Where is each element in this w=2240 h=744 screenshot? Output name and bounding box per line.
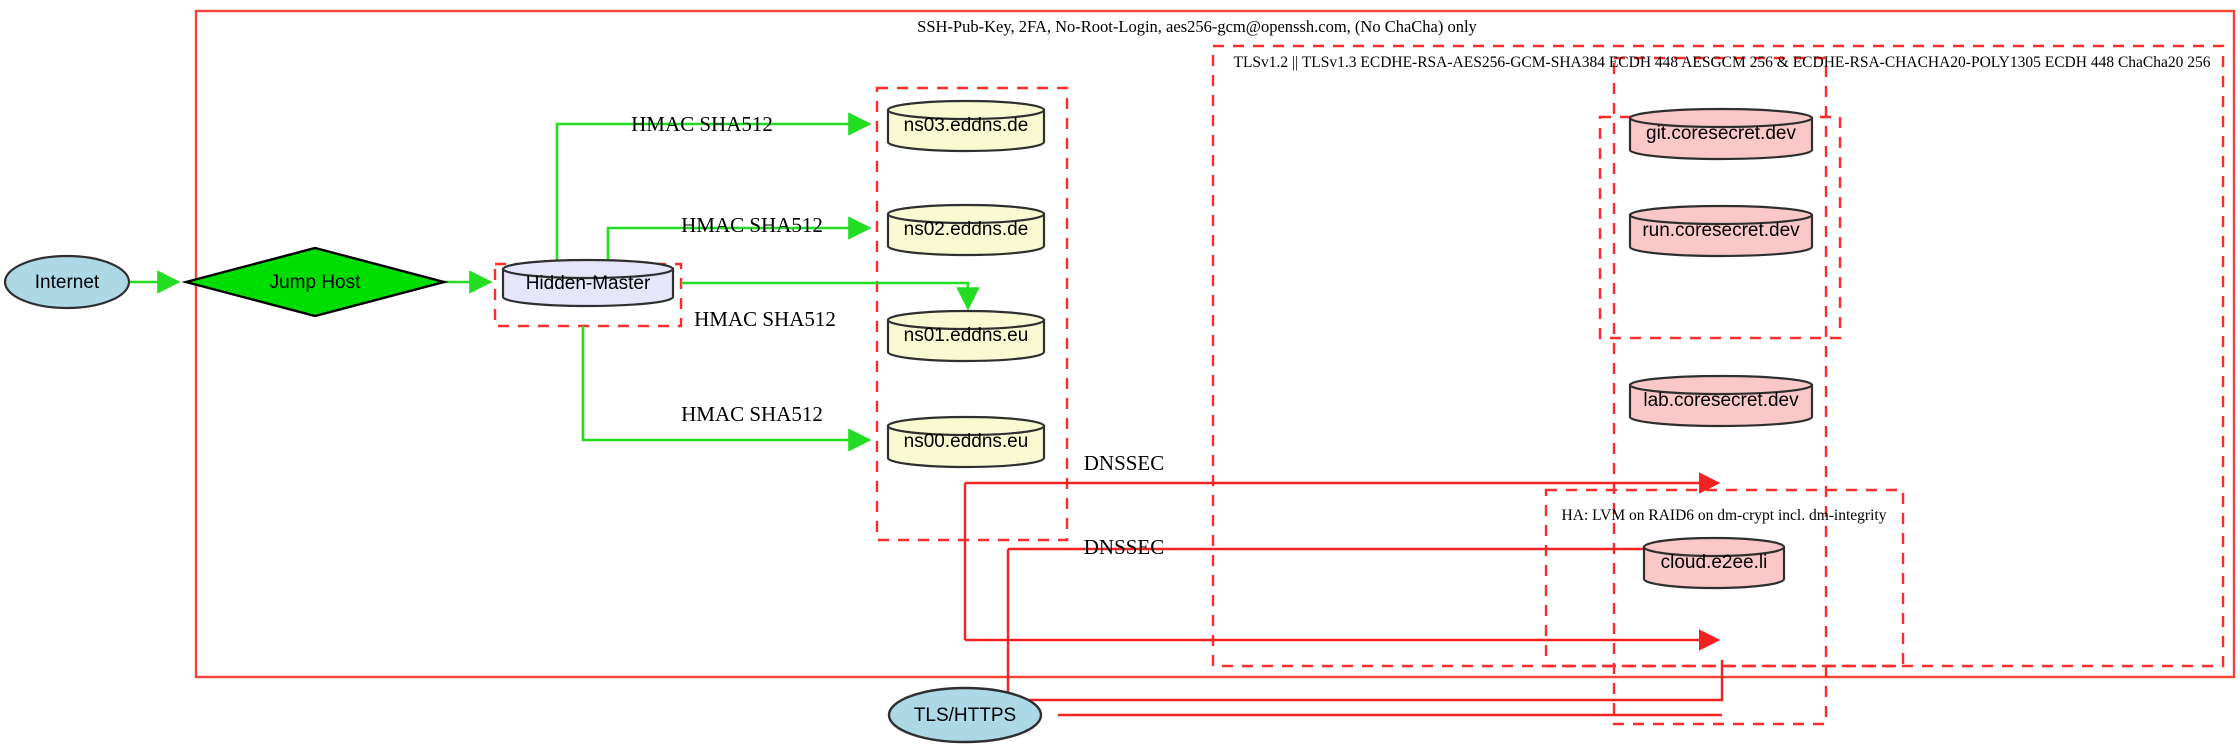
label-hmac-ns03: HMAC SHA512 — [631, 112, 773, 136]
node-jump-host[interactable]: Jump Host — [181, 246, 449, 318]
tls-cipher-note: TLSv1.2 || TLSv1.3 ECDHE-RSA-AES256-GCM-… — [1233, 54, 2210, 71]
ha-storage-note: HA: LVM on RAID6 on dm-crypt incl. dm-in… — [1562, 507, 1887, 524]
node-run-coresecret[interactable]: run.coresecret.dev — [1628, 204, 1814, 258]
ha-zone — [1544, 488, 1905, 668]
node-ns00-label: ns00.eddns.eu — [904, 431, 1029, 452]
node-tls-https[interactable]: TLS/HTTPS — [887, 686, 1043, 744]
node-ns03-label: ns03.eddns.de — [904, 115, 1029, 136]
node-jump-host-label: Jump Host — [270, 272, 362, 293]
ssh-policy-note: SSH-Pub-Key, 2FA, No-Root-Login, aes256-… — [917, 17, 1477, 36]
node-hidden-master-label: Hidden-Master — [526, 273, 651, 294]
node-internet[interactable]: Internet — [3, 254, 131, 310]
node-lab-coresecret[interactable]: lab.coresecret.dev — [1628, 374, 1814, 428]
ssh-scope-boundary — [194, 9, 2236, 679]
label-dnssec-lower: DNSSEC — [1084, 535, 1165, 559]
label-hmac-ns00: HMAC SHA512 — [681, 402, 823, 426]
node-internet-label: Internet — [35, 272, 100, 293]
label-hmac-ns01: HMAC SHA512 — [694, 307, 836, 331]
coresecret-inner-zone — [1612, 56, 1828, 726]
node-cloud-e2ee[interactable]: cloud.e2ee.li — [1642, 536, 1786, 590]
node-ns02[interactable]: ns02.eddns.de — [886, 203, 1046, 257]
node-git-coresecret[interactable]: git.coresecret.dev — [1628, 107, 1814, 161]
node-ns03[interactable]: ns03.eddns.de — [886, 99, 1046, 153]
node-cloud-e2ee-label: cloud.e2ee.li — [1661, 552, 1768, 573]
hidden-master-zone — [493, 262, 683, 328]
node-ns01[interactable]: ns01.eddns.eu — [886, 309, 1046, 363]
node-ns02-label: ns02.eddns.de — [904, 219, 1029, 240]
edge-hiddenmaster-ns02 — [606, 216, 872, 264]
label-dnssec-upper: DNSSEC — [1084, 451, 1165, 475]
tls-scope-zone — [1211, 44, 2225, 668]
node-lab-coresecret-label: lab.coresecret.dev — [1643, 390, 1799, 411]
edge-hiddenmaster-ns00 — [581, 326, 872, 452]
node-run-coresecret-label: run.coresecret.dev — [1642, 220, 1800, 241]
node-tls-https-label: TLS/HTTPS — [914, 705, 1016, 726]
label-hmac-ns02: HMAC SHA512 — [681, 213, 823, 237]
edge-hiddenmaster-ns03 — [555, 112, 872, 264]
node-hidden-master[interactable]: Hidden-Master — [501, 258, 675, 308]
node-ns00[interactable]: ns00.eddns.eu — [886, 415, 1046, 469]
node-git-coresecret-label: git.coresecret.dev — [1646, 123, 1796, 144]
edge-tls-https-out — [1008, 660, 1724, 702]
node-ns01-label: ns01.eddns.eu — [904, 325, 1029, 346]
edge-hiddenmaster-ns01 — [681, 281, 980, 311]
